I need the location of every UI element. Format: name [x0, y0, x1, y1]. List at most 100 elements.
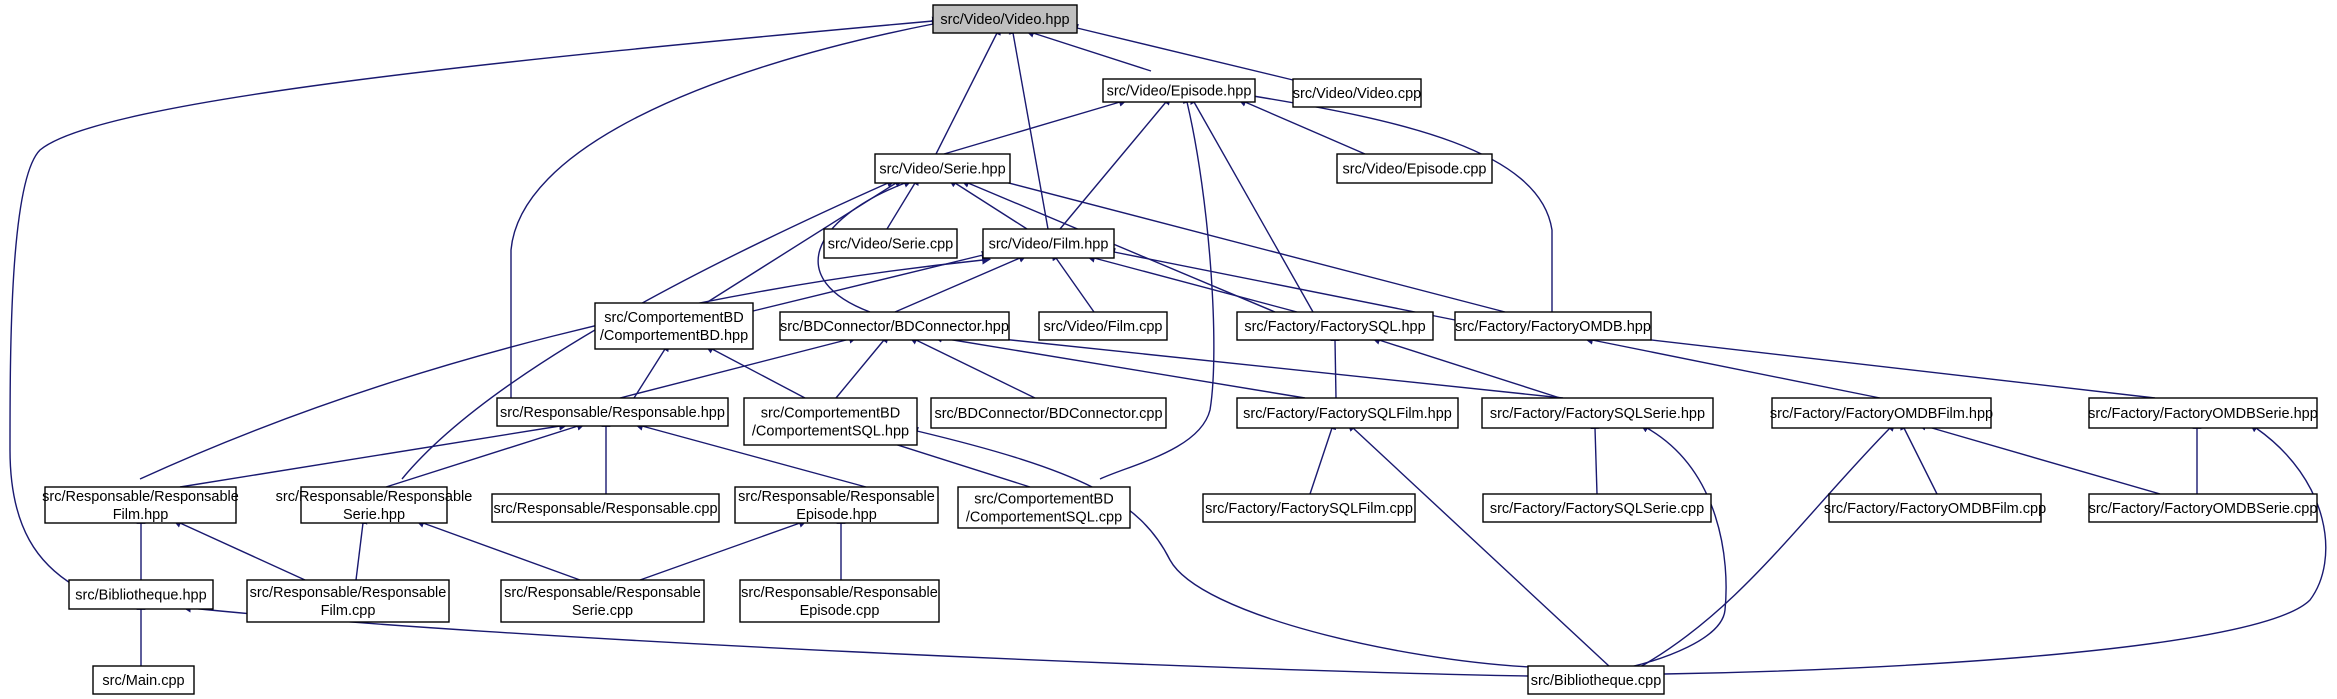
edge-respseriecpp-to-respserie — [415, 519, 581, 581]
node-label: Episode.cpp — [800, 603, 880, 619]
node-box[interactable] — [1038, 311, 1168, 341]
node-box[interactable] — [1454, 311, 1652, 341]
node-box[interactable] — [500, 579, 705, 623]
edge-respep-to-resp — [634, 421, 867, 488]
edge-compsql-to-compbd — [704, 345, 806, 399]
node-fomdbfilm-cpp[interactable]: src/Factory/FactoryOMDBFilm.cpp — [1824, 493, 2046, 523]
edge-bibliocpp-to-fomdbserie — [1663, 423, 2327, 675]
node-label: src/Video/Film.hpp — [989, 237, 1109, 253]
node-label: src/Video/Episode.hpp — [1107, 84, 1252, 100]
node-box[interactable] — [739, 579, 940, 623]
node-box[interactable] — [92, 665, 195, 695]
node-box[interactable] — [496, 397, 729, 427]
node-box[interactable] — [1202, 493, 1416, 523]
node-box[interactable] — [1771, 397, 1992, 429]
edge-bdconncpp-to-bdconn — [908, 336, 1036, 399]
edge-respseriecpp-to-respep — [639, 519, 808, 581]
edge-fsqlserie-to-bdconn — [945, 329, 1564, 399]
node-fsql-hpp[interactable]: src/Factory/FactorySQL.hpp — [1236, 311, 1434, 341]
node-label: src/ComportementBD — [761, 406, 900, 422]
node-film-hpp[interactable]: src/Video/Film.hpp — [982, 228, 1115, 259]
node-label: Film.cpp — [321, 603, 376, 619]
node-fomdbserie-hpp[interactable]: src/Factory/FactoryOMDBSerie.hpp — [2088, 397, 2318, 429]
edge-respserie-to-resp — [385, 421, 586, 488]
node-box[interactable] — [734, 486, 939, 524]
node-box[interactable] — [491, 493, 720, 523]
node-box[interactable] — [2088, 493, 2318, 523]
node-label: src/Factory/FactorySQLSerie.cpp — [1490, 501, 1704, 517]
node-box[interactable] — [779, 311, 1010, 341]
node-label: src/Video/Episode.cpp — [1342, 162, 1486, 178]
node-bdconn-cpp[interactable]: src/BDConnector/BDConnector.cpp — [930, 397, 1167, 429]
node-label: /ComportementBD.hpp — [600, 328, 748, 344]
edge-episodecpp-to-episode — [1237, 98, 1366, 155]
node-box[interactable] — [823, 228, 958, 259]
node-box[interactable] — [2088, 397, 2318, 429]
edge-bibliocpp-to-fsqlserie — [1629, 423, 1727, 668]
node-box[interactable] — [874, 153, 1011, 184]
node-fsqlfilm-cpp[interactable]: src/Factory/FactorySQLFilm.cpp — [1202, 493, 1416, 523]
node-box[interactable] — [594, 302, 754, 350]
node-label: src/Responsable/Responsable — [250, 585, 447, 601]
node-label: src/Factory/FactorySQLFilm.hpp — [1243, 406, 1452, 422]
node-biblio-cpp[interactable]: src/Bibliotheque.cpp — [1527, 665, 1665, 695]
edge-fomdb-to-serie — [970, 170, 1506, 313]
node-video-cpp[interactable]: src/Video/Video.cpp — [1292, 78, 1422, 108]
edge-resp-to-bdconn — [619, 334, 858, 399]
node-fomdb-hpp[interactable]: src/Factory/FactoryOMDB.hpp — [1454, 311, 1652, 341]
node-label: src/Bibliotheque.hpp — [75, 588, 206, 604]
node-label: Serie.hpp — [343, 507, 405, 523]
node-fsqlserie-cpp[interactable]: src/Factory/FactorySQLSerie.cpp — [1482, 493, 1712, 523]
node-label: src/Video/Film.cpp — [1044, 319, 1163, 335]
node-fomdbserie-cpp[interactable]: src/Factory/FactoryOMDBSerie.cpp — [2088, 493, 2318, 523]
node-box[interactable] — [1292, 78, 1422, 108]
node-box[interactable] — [246, 579, 450, 623]
node-label: src/Video/Video.hpp — [940, 12, 1069, 28]
node-film-cpp[interactable]: src/Video/Film.cpp — [1038, 311, 1168, 341]
node-box[interactable] — [957, 486, 1131, 529]
node-box[interactable] — [1236, 397, 1459, 429]
node-compsql-cpp[interactable]: src/ComportementBD/ComportementSQL.cpp — [957, 486, 1131, 529]
edge-respfilm-to-resp — [179, 421, 568, 488]
node-compsql-hpp[interactable]: src/ComportementBD/ComportementSQL.hpp — [743, 397, 918, 446]
node-box[interactable] — [300, 486, 448, 524]
node-label: src/Factory/FactoryOMDBSerie.cpp — [2089, 501, 2318, 517]
node-box[interactable] — [1482, 493, 1712, 523]
node-serie-hpp[interactable]: src/Video/Serie.hpp — [874, 153, 1011, 184]
node-box[interactable] — [1527, 665, 1665, 695]
node-serie-cpp[interactable]: src/Video/Serie.cpp — [823, 228, 958, 259]
node-box[interactable] — [1336, 153, 1493, 184]
node-box[interactable] — [44, 486, 237, 524]
node-biblio-hpp[interactable]: src/Bibliotheque.hpp — [68, 579, 214, 610]
node-box[interactable] — [1481, 397, 1714, 429]
node-box[interactable] — [932, 4, 1078, 34]
node-main-cpp[interactable]: src/Main.cpp — [92, 665, 195, 695]
node-box[interactable] — [743, 397, 918, 446]
node-resp-cpp[interactable]: src/Responsable/Responsable.cpp — [491, 493, 720, 523]
node-box[interactable] — [1102, 78, 1256, 103]
node-box[interactable] — [68, 579, 214, 610]
node-box[interactable] — [982, 228, 1115, 259]
node-fomdbfilm-hpp[interactable]: src/Factory/FactoryOMDBFilm.hpp — [1770, 397, 1993, 429]
node-label: src/Factory/FactorySQLFilm.cpp — [1205, 501, 1413, 517]
node-bdconn-hpp[interactable]: src/BDConnector/BDConnector.hpp — [779, 311, 1010, 341]
node-fsqlfilm-hpp[interactable]: src/Factory/FactorySQLFilm.hpp — [1236, 397, 1459, 429]
node-box[interactable] — [1828, 493, 2042, 523]
node-box[interactable] — [1236, 311, 1434, 341]
node-fsqlserie-hpp[interactable]: src/Factory/FactorySQLSerie.hpp — [1481, 397, 1714, 429]
node-resp-hpp[interactable]: src/Responsable/Responsable.hpp — [496, 397, 729, 427]
node-label: /ComportementSQL.hpp — [752, 424, 909, 440]
node-video-hpp[interactable]: src/Video/Video.hpp — [932, 4, 1078, 34]
node-label: src/BDConnector/BDConnector.cpp — [934, 406, 1162, 422]
node-episode-cpp[interactable]: src/Video/Episode.cpp — [1336, 153, 1493, 184]
edge-compsql-to-bdconn — [835, 333, 890, 399]
node-box[interactable] — [930, 397, 1167, 429]
node-compbd-hpp[interactable]: src/ComportementBD/ComportementBD.hpp — [594, 302, 754, 350]
node-episode-hpp[interactable]: src/Video/Episode.hpp — [1102, 78, 1256, 103]
